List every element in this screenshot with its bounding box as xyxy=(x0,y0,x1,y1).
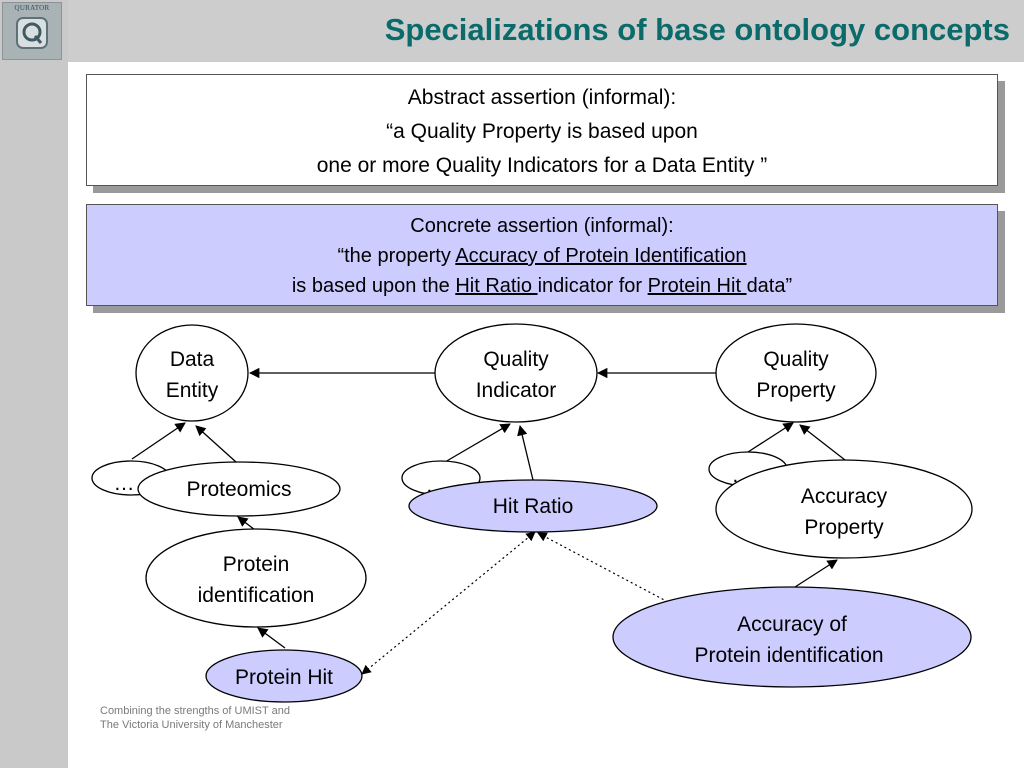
footer: Combining the strengths of UMIST and The… xyxy=(100,704,290,732)
accuracy-property-label-1: Accuracy xyxy=(801,485,888,508)
edge-accprotid-to-accprop xyxy=(794,559,838,588)
quality-indicator-label-1: Quality xyxy=(483,348,549,371)
concrete-line-3: is based upon the Hit Ratio indicator fo… xyxy=(87,271,997,301)
node-accuracy-property: Accuracy Property xyxy=(715,459,973,559)
concrete-assertion-box: Concrete assertion (informal): “the prop… xyxy=(86,204,998,306)
dotted-link-hitratio-accprotid xyxy=(537,532,669,603)
page-title: Specializations of base ontology concept… xyxy=(384,12,1010,47)
node-data-entity: Data Entity xyxy=(135,324,249,422)
edge-ellipsis-to-qp xyxy=(747,422,794,453)
edge-proteinhit-to-protid xyxy=(257,627,286,649)
quality-property-label-2: Property xyxy=(756,379,836,402)
abstract-line-1: Abstract assertion (informal): xyxy=(407,86,677,109)
concrete-line-3-suffix: data” xyxy=(746,275,793,297)
node-proteomics: Proteomics xyxy=(137,461,341,517)
data-entity-label-1: Data xyxy=(170,348,215,371)
node-protein-identification: Protein identification xyxy=(145,528,367,628)
proteomics-label: Proteomics xyxy=(186,478,291,501)
concrete-line-3-mid: indicator for xyxy=(537,275,648,297)
edge-accprop-to-qp xyxy=(799,424,846,461)
node-hit-ratio: Hit Ratio xyxy=(408,479,658,533)
accuracy-protein-id-label-1: Accuracy of xyxy=(737,613,847,636)
edge-protid-to-proteomics xyxy=(237,516,256,531)
abstract-assertion-box: Abstract assertion (informal): “a Qualit… xyxy=(86,74,998,186)
node-accuracy-of-protein-identification: Accuracy of Protein identification xyxy=(612,586,972,688)
node-protein-hit: Protein Hit xyxy=(205,649,363,703)
footer-line-2: The Victoria University of Manchester xyxy=(100,719,283,731)
protein-hit-link: Protein Hit xyxy=(647,275,747,297)
quality-property-label-1: Quality xyxy=(763,348,829,371)
protein-identification-label-1: Protein xyxy=(223,553,290,576)
sidebar xyxy=(0,0,68,768)
logo-text: QURATOR xyxy=(14,4,50,12)
accuracy-property-label-2: Property xyxy=(804,516,884,539)
quality-indicator-label-2: Indicator xyxy=(476,379,557,402)
node-quality-indicator: Quality Indicator xyxy=(434,323,598,423)
abstract-line-3: one or more Quality Indicators for a Dat… xyxy=(316,154,768,177)
accuracy-protein-identification-link: Accuracy of Protein Identification xyxy=(455,245,747,267)
hit-ratio-label: Hit Ratio xyxy=(493,495,574,518)
hit-ratio-link: Hit Ratio xyxy=(455,275,538,297)
concrete-line-3-prefix: is based upon the xyxy=(291,275,456,297)
abstract-line-2: “a Quality Property is based upon xyxy=(386,120,698,143)
footer-line-1: Combining the strengths of UMIST and xyxy=(100,705,290,717)
ellipsis-label-1: … xyxy=(114,472,135,495)
edge-ellipsis-to-qi xyxy=(444,423,511,463)
dotted-link-hitratio-proteinhit xyxy=(361,531,536,675)
edge-proteomics-to-de xyxy=(195,425,237,463)
data-entity-label-2: Entity xyxy=(166,379,219,402)
protein-hit-label: Protein Hit xyxy=(235,666,333,689)
concrete-line-2: “the property Accuracy of Protein Identi… xyxy=(87,241,997,271)
accuracy-protein-id-label-2: Protein identification xyxy=(694,644,883,667)
edge-hitratio-to-qi xyxy=(517,424,534,481)
node-quality-property: Quality Property xyxy=(715,323,877,423)
header-bar xyxy=(0,0,1024,62)
qurator-logo: QURATOR xyxy=(2,2,62,60)
concrete-line-2-prefix: “the property xyxy=(337,245,456,267)
protein-identification-label-2: identification xyxy=(198,584,315,607)
edge-ellipsis-to-de xyxy=(131,422,186,460)
concrete-line-1: Concrete assertion (informal): xyxy=(410,215,674,237)
logo-q-icon xyxy=(16,17,48,49)
